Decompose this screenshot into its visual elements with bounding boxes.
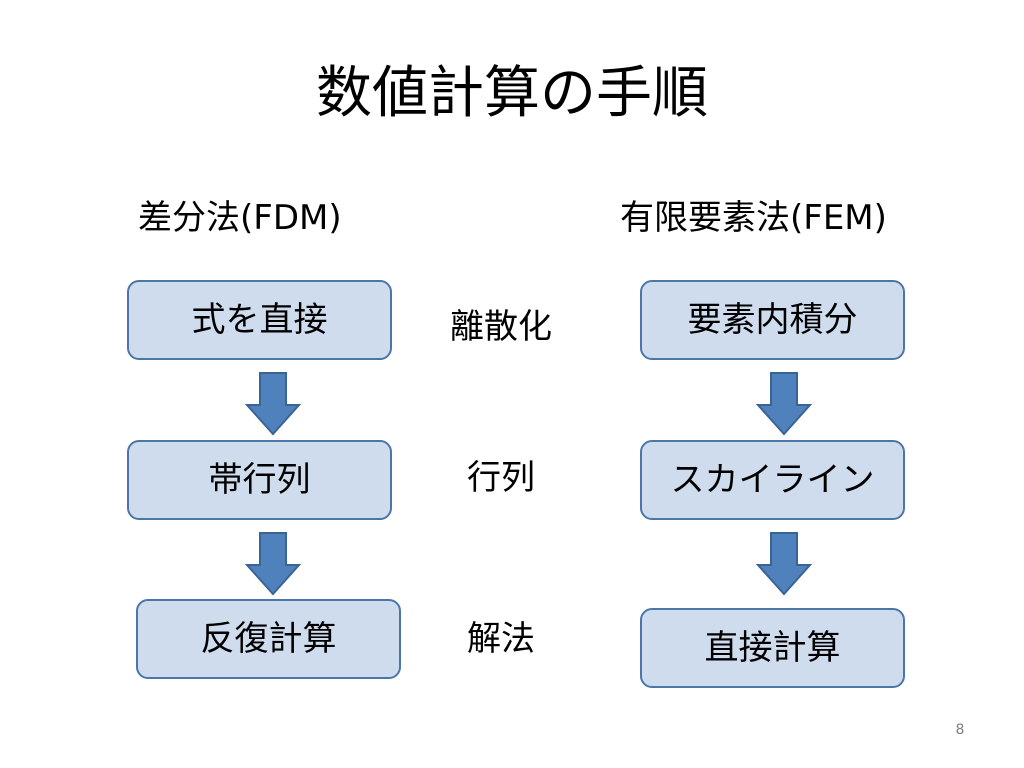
stage-label-discretization: 離散化 [450, 307, 552, 347]
fem-step-1-box: 要素内積分 [640, 280, 905, 360]
fem-arrow-down-1-icon [756, 372, 812, 436]
page-number: 8 [955, 722, 965, 738]
fem-arrow-down-2-icon [756, 532, 812, 596]
fem-step-3-label: 直接計算 [704, 628, 841, 668]
fem-heading: 有限要素法(FEM) [620, 198, 887, 238]
fdm-heading: 差分法(FDM) [138, 198, 342, 238]
fem-step-3-box: 直接計算 [640, 608, 905, 688]
fem-step-2-label: スカイライン [670, 460, 875, 500]
slide-title: 数値計算の手順 [316, 61, 708, 126]
fdm-step-1-box: 式を直接 [127, 280, 392, 360]
fdm-arrow-down-1-icon [245, 372, 301, 436]
fem-step-1-label: 要素内積分 [687, 300, 858, 340]
fdm-arrow-down-2-icon [245, 532, 301, 596]
fem-step-2-box: スカイライン [640, 440, 905, 520]
stage-label-solver: 解法 [467, 619, 535, 659]
fdm-step-3-label: 反復計算 [200, 619, 337, 659]
fdm-step-2-label: 帯行列 [208, 460, 311, 500]
stage-label-matrix: 行列 [467, 458, 535, 498]
fdm-step-1-label: 式を直接 [191, 300, 328, 340]
fdm-step-2-box: 帯行列 [127, 440, 392, 520]
fdm-step-3-box: 反復計算 [136, 599, 401, 679]
